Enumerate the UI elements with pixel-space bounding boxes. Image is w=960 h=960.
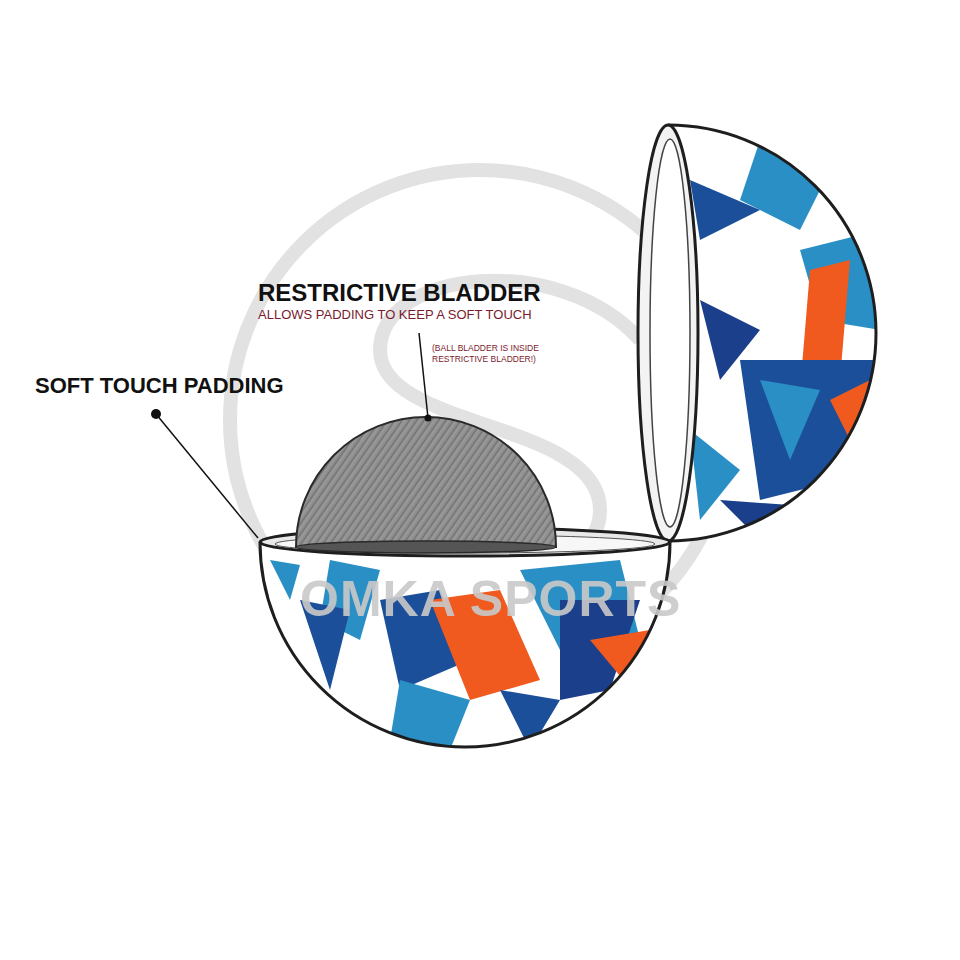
callout-note: (BALL BLADDER IS INSIDE RESTRICTIVE BLAD… [432, 343, 562, 364]
callout-title: SOFT TOUCH PADDING [35, 372, 284, 400]
leader-lines [151, 333, 432, 538]
watermark: OMKA SPORTS [300, 568, 681, 631]
callout-subtitle: ALLOWS PADDING TO KEEP A SOFT TOUCH [258, 307, 532, 323]
top-hemisphere [638, 125, 880, 541]
callout-title: RESTRICTIVE BLADDER [258, 278, 541, 308]
